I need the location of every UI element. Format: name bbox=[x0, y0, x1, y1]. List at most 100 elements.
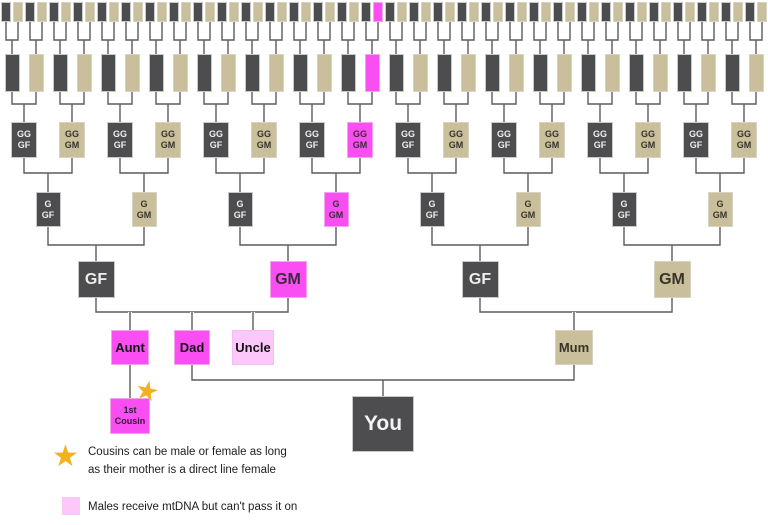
gen1-box-43 bbox=[505, 2, 515, 22]
gen2-box-6 bbox=[124, 54, 140, 92]
gen1-box-37 bbox=[433, 2, 443, 22]
gen1-box-1 bbox=[1, 2, 11, 22]
connector-line bbox=[23, 157, 73, 194]
gen1-box-40 bbox=[469, 2, 479, 22]
gen4-box-7-label: GF bbox=[617, 209, 631, 220]
gen4-box-4-label: GM bbox=[328, 209, 344, 220]
gen1-box-18 bbox=[205, 2, 215, 22]
connector-line bbox=[623, 226, 721, 263]
gen5-box-1-label: GF bbox=[84, 270, 108, 288]
connector-line bbox=[557, 21, 571, 56]
gen1-box-59 bbox=[697, 2, 707, 22]
gen2-box-25 bbox=[580, 54, 596, 92]
dad-box: Dad bbox=[174, 330, 210, 365]
connector-line bbox=[365, 21, 379, 56]
connector-line bbox=[653, 21, 667, 56]
gen1-box-29 bbox=[337, 2, 347, 22]
gen3-box-13-label: GF bbox=[593, 140, 607, 150]
gen3-box-9-label: GF bbox=[401, 140, 415, 150]
gen1-box-14 bbox=[157, 2, 167, 22]
gen1-box-17 bbox=[193, 2, 203, 22]
gen2-box-17 bbox=[388, 54, 404, 92]
gen3-box-1-label: GG bbox=[16, 129, 31, 140]
connector-line bbox=[47, 226, 145, 263]
connector-line bbox=[269, 21, 283, 56]
gen2-box-28 bbox=[652, 54, 668, 92]
connector-line bbox=[341, 21, 355, 56]
connector-line bbox=[503, 157, 553, 194]
connector-line bbox=[155, 91, 181, 124]
gen1-box-24 bbox=[277, 2, 287, 22]
connector-line bbox=[478, 298, 674, 314]
mum-box-label: Mum bbox=[558, 339, 590, 355]
connector-line bbox=[749, 21, 763, 56]
gen1-box-9 bbox=[97, 2, 107, 22]
gen5-box-2-label: GM bbox=[275, 270, 301, 288]
gen1-box-54 bbox=[637, 2, 647, 22]
gen5-box-1: GF bbox=[77, 261, 115, 298]
gen2-box-14 bbox=[316, 54, 332, 92]
connector-line bbox=[197, 21, 211, 56]
connector-line bbox=[101, 21, 115, 56]
gen2-box-12 bbox=[268, 54, 284, 92]
gen1-box-57 bbox=[673, 2, 683, 22]
gen1-box-55 bbox=[649, 2, 659, 22]
gen1-box-39 bbox=[457, 2, 467, 22]
connector-line bbox=[107, 91, 133, 124]
gen1-box-60 bbox=[709, 2, 719, 22]
gen3-box-10-label: GM bbox=[448, 140, 464, 150]
gen3-box-16-label: GM bbox=[736, 140, 752, 150]
connector-line bbox=[29, 21, 43, 56]
gen3-box-2-label: GG bbox=[64, 129, 79, 140]
gen1-box-34 bbox=[397, 2, 407, 22]
gen2-box-20 bbox=[460, 54, 476, 92]
gen1-box-12 bbox=[133, 2, 143, 22]
gen2-box-31 bbox=[724, 54, 740, 92]
gen1-box-27 bbox=[313, 2, 323, 22]
gen1-box-52 bbox=[613, 2, 623, 22]
connector-line bbox=[119, 157, 169, 194]
gen5-box-3-label: GF bbox=[468, 270, 492, 288]
gen1-box-63 bbox=[745, 2, 755, 22]
gen3-box-12-label: GG bbox=[544, 129, 559, 140]
gen1-box-41 bbox=[481, 2, 491, 22]
gen1-box-8 bbox=[85, 2, 95, 22]
gen1-box-36 bbox=[421, 2, 431, 22]
gen1-box-64 bbox=[757, 2, 767, 22]
connector-line bbox=[59, 91, 85, 124]
gen1-box-46 bbox=[541, 2, 551, 22]
gen2-box-13 bbox=[292, 54, 308, 92]
gen1-box-38 bbox=[445, 2, 455, 22]
gen3-box-15-label: GG bbox=[688, 129, 703, 140]
gen1-box-48 bbox=[565, 2, 575, 22]
connector-line bbox=[629, 21, 643, 56]
connector-line bbox=[725, 21, 739, 56]
gen1-box-11 bbox=[121, 2, 131, 22]
gen1-box-45 bbox=[529, 2, 539, 22]
gen1-box-58 bbox=[685, 2, 695, 22]
gen5-box-4-label: GM bbox=[659, 270, 685, 288]
connector-line bbox=[173, 21, 187, 56]
gen4-box-2-label: G bbox=[140, 198, 148, 209]
gen3-box-7-label: GG bbox=[304, 129, 319, 140]
connector-line bbox=[509, 21, 523, 56]
gen5-box-4: GM bbox=[653, 261, 691, 298]
gen1-box-35 bbox=[409, 2, 419, 22]
gen4-box-6-label: G bbox=[524, 198, 532, 209]
connector-line bbox=[413, 21, 427, 56]
gen4-box-8-label: G bbox=[716, 198, 724, 209]
gen3-box-12-label: GM bbox=[544, 140, 560, 150]
gen2-box-32 bbox=[748, 54, 764, 92]
gen3-box-6-label: GG bbox=[256, 129, 271, 140]
